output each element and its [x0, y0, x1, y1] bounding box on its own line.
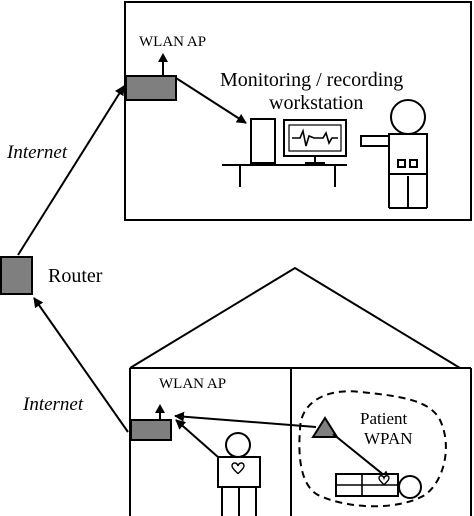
- wpan-hub-icon: [311, 416, 339, 438]
- heart-icon: [378, 475, 390, 486]
- monitoring-room-frame: [124, 1, 472, 221]
- internet-top-label: Internet: [6, 142, 68, 163]
- wpan-boundary: [298, 390, 447, 508]
- top-wlan-ap-label: WLAN AP: [139, 34, 206, 50]
- wpan-label-line1: Patient: [360, 409, 407, 428]
- home-wlan-ap-label: WLAN AP: [159, 376, 226, 392]
- internet-bottom-label: Internet: [22, 394, 84, 415]
- home-person: [217, 432, 261, 516]
- ecg-monitor: [283, 119, 347, 164]
- internet-link-top: [17, 85, 125, 256]
- workstation-label-line1: Monitoring / recording: [220, 69, 403, 91]
- router-device: [0, 256, 33, 295]
- home-wlan-ap-device: [130, 404, 172, 441]
- wireless-link-top: [175, 77, 247, 124]
- pc-tower: [250, 118, 276, 164]
- workstation-label-line2: workstation: [269, 92, 363, 114]
- desk: [222, 164, 347, 187]
- wpan-label-line2: WPAN: [364, 429, 413, 448]
- antenna-arrow-icon: [158, 53, 168, 62]
- internet-link-bottom: [33, 297, 129, 433]
- top-wlan-ap-device: [125, 53, 177, 101]
- hub-to-patient-link: [332, 433, 391, 481]
- person-to-ap-link: [175, 419, 219, 458]
- heart-icon: [231, 462, 245, 475]
- antenna-arrow-icon: [155, 404, 165, 413]
- wpan-to-ap-link: [174, 411, 317, 428]
- router-label: Router: [48, 265, 103, 287]
- home-house-outline: [129, 266, 472, 516]
- operator-person: [360, 99, 428, 209]
- lying-patient: [335, 473, 422, 499]
